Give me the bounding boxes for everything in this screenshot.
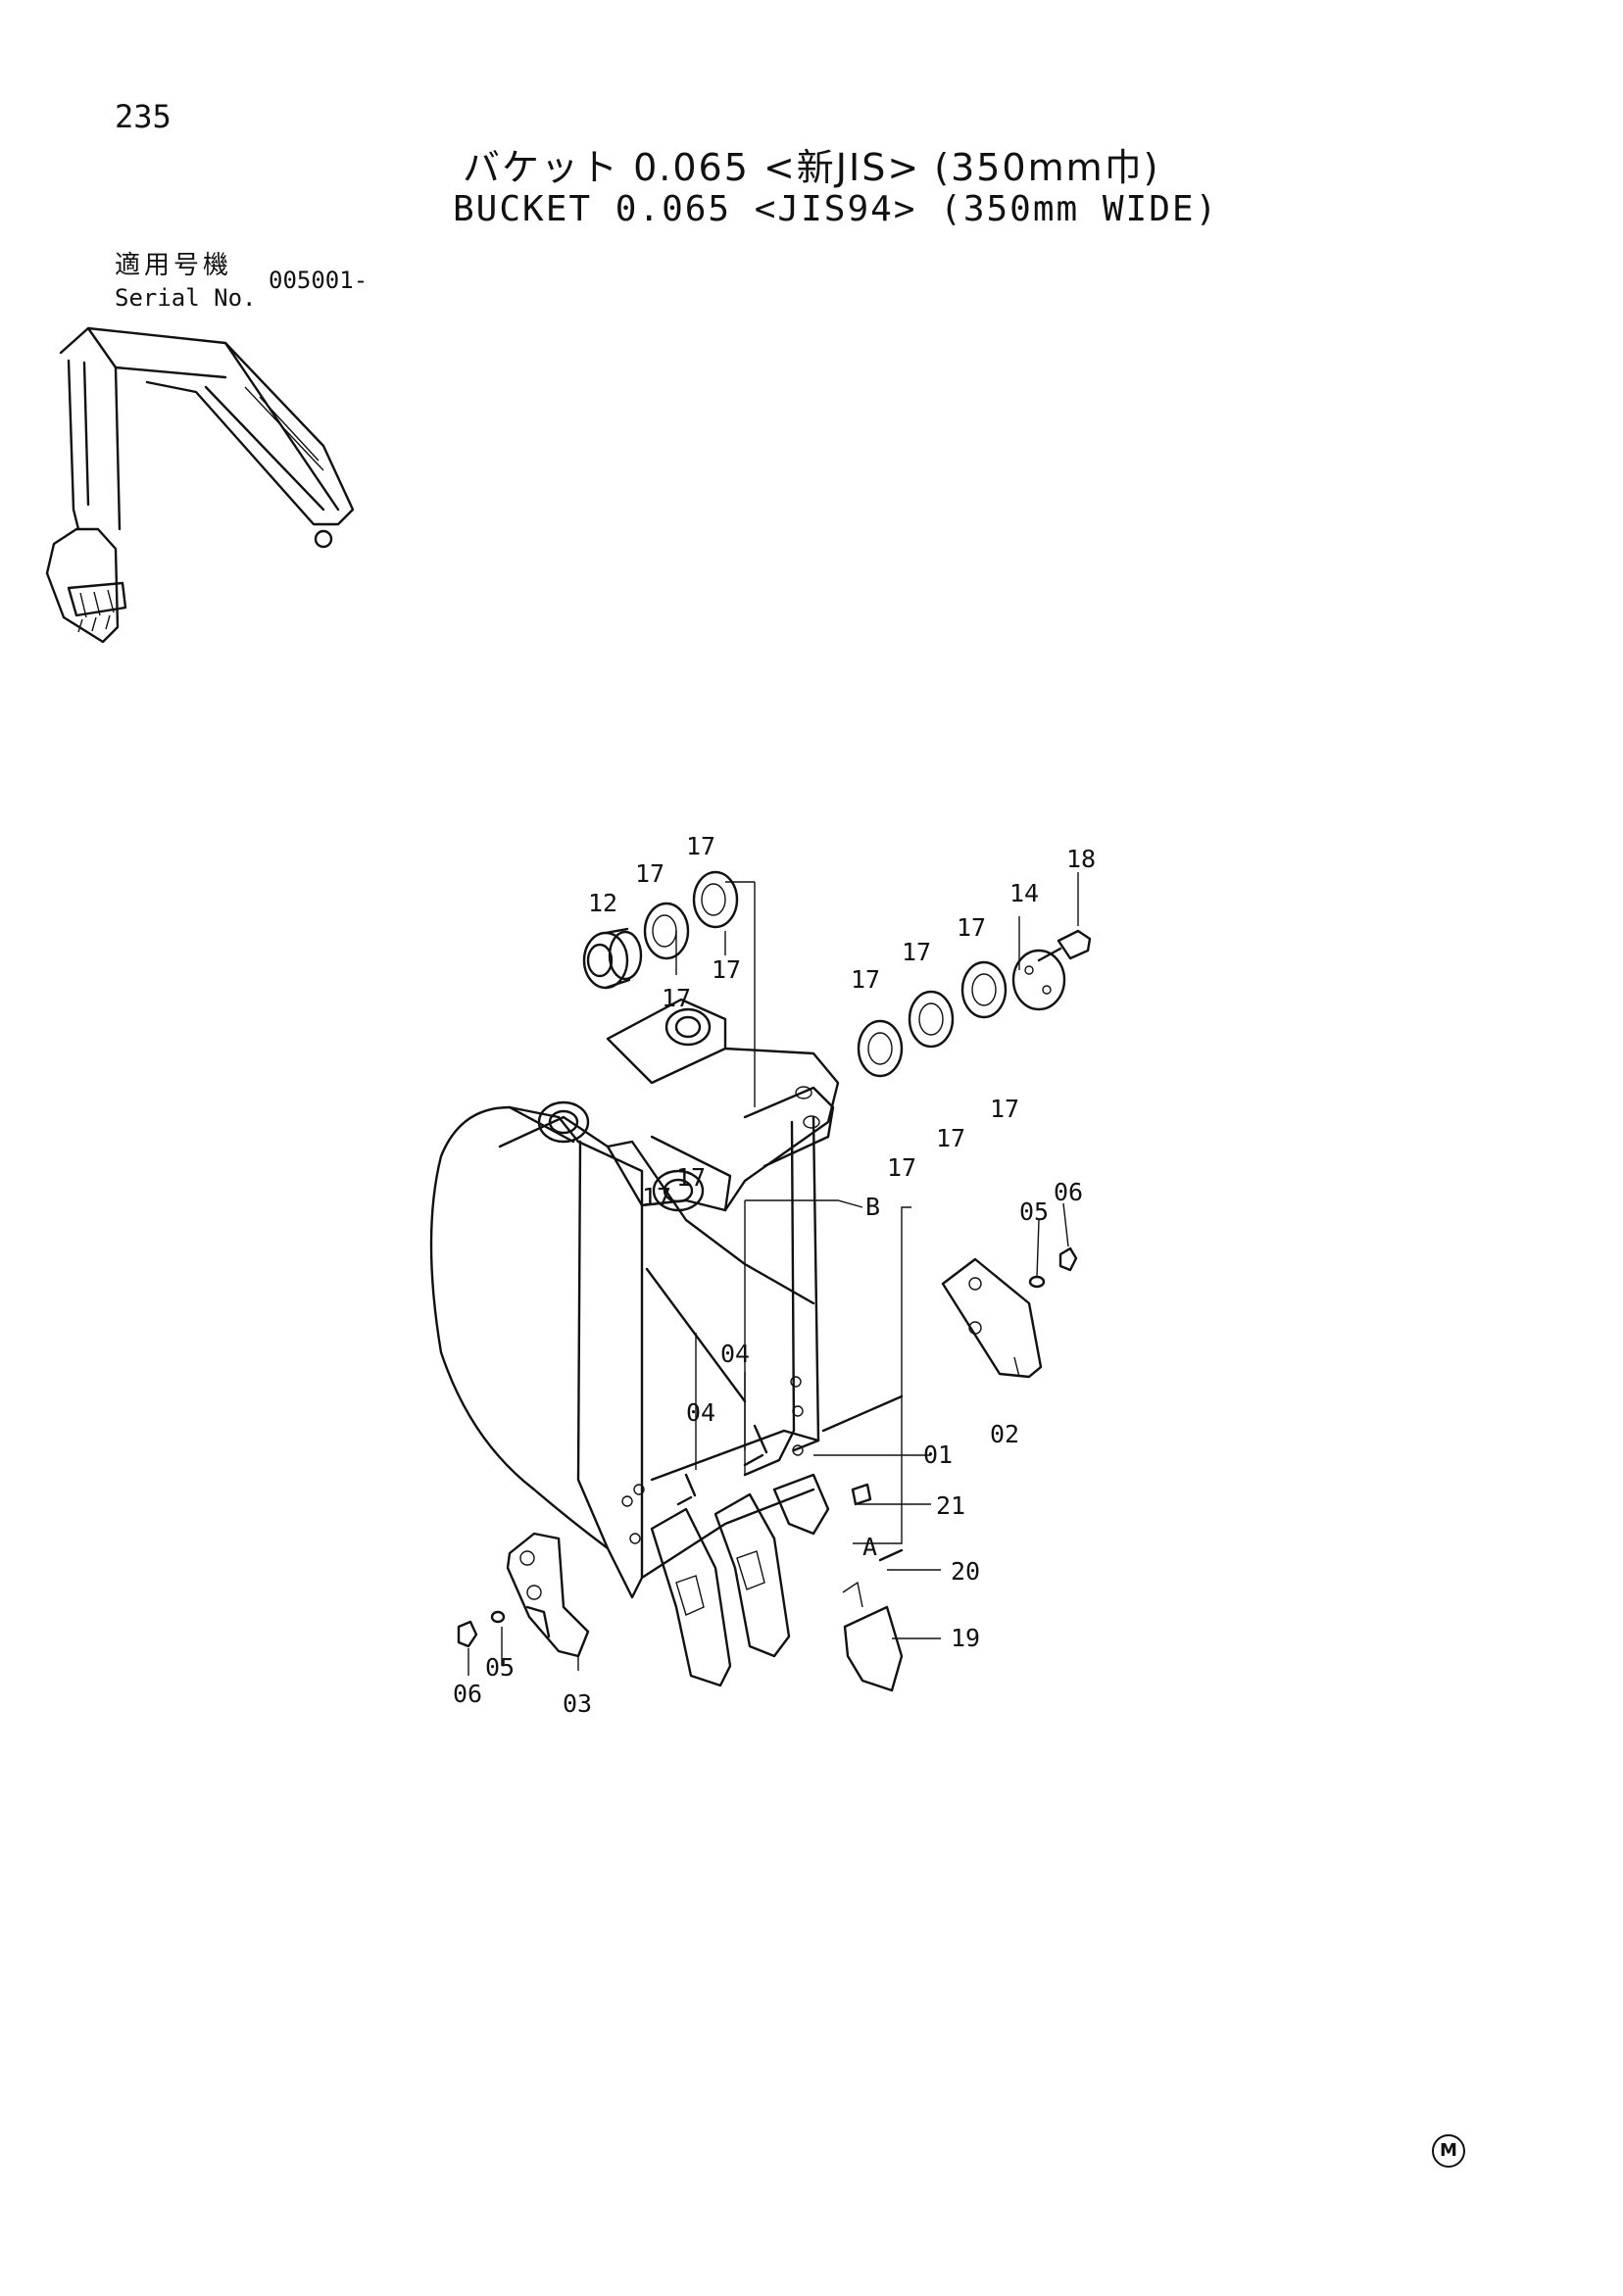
callout-label: 17 xyxy=(662,984,691,1012)
callout-label: 02 xyxy=(990,1420,1019,1448)
part-03-side-cutter xyxy=(457,1532,590,1658)
callout-label: 06 xyxy=(1054,1178,1083,1206)
callout-label: 03 xyxy=(563,1689,592,1718)
serial-label-english: Serial No. xyxy=(115,284,257,312)
part-12-bushing xyxy=(582,927,643,990)
callout-label: 17 xyxy=(676,1163,706,1192)
maker-mark-icon: M xyxy=(1432,2134,1465,2168)
callout-label: 19 xyxy=(951,1624,980,1652)
callout-label: 17 xyxy=(887,1153,916,1182)
callout-label: 17 xyxy=(957,913,986,942)
callout-label: 17 xyxy=(686,832,715,860)
callout-labels: 01 02 03 04 04 05 05 06 06 12 14 17 17 1… xyxy=(453,832,1096,1718)
callout-label: 04 xyxy=(686,1398,715,1427)
callout-label: 17 xyxy=(936,1124,965,1152)
serial-label-japanese: 適用号機 xyxy=(115,251,233,280)
callout-label: 05 xyxy=(485,1653,515,1682)
part-02-side-plate xyxy=(941,1246,1078,1379)
title-japanese: バケット 0.065 <新JIS> (350mm巾) xyxy=(463,146,1160,189)
callout-label: 17 xyxy=(851,965,880,994)
callout-label: A xyxy=(862,1533,877,1561)
part-14-plate-and-18-bolt xyxy=(1011,929,1092,1011)
callout-label: 17 xyxy=(990,1095,1019,1123)
callout-label: 05 xyxy=(1019,1197,1049,1226)
callout-label: 17 xyxy=(712,955,741,984)
callout-label: 18 xyxy=(1066,845,1096,873)
callout-label: 21 xyxy=(936,1491,965,1520)
callout-label: 14 xyxy=(1009,879,1039,907)
callout-label: 17 xyxy=(642,1183,671,1211)
bucket-top-bosses xyxy=(498,998,840,1212)
serial-number-value: 005001- xyxy=(269,267,369,294)
callout-label: 12 xyxy=(588,889,617,917)
callout-label: 04 xyxy=(720,1340,750,1368)
shim-ring-group-right xyxy=(857,960,1008,1078)
callout-label: 01 xyxy=(923,1441,953,1469)
callout-label: B xyxy=(865,1193,880,1221)
bucket-body xyxy=(429,1105,904,1599)
callout-label: 06 xyxy=(453,1680,482,1708)
callout-label: 20 xyxy=(951,1557,980,1586)
page-number: 235 xyxy=(115,98,172,135)
bucket-teeth-and-adapters xyxy=(650,1424,904,1692)
leader-lines xyxy=(467,872,1079,1676)
title-english: BUCKET 0.065 <JIS94> (350mm WIDE) xyxy=(453,189,1219,229)
callout-label: 17 xyxy=(635,859,664,888)
excavator-arm-thumbnail-icon xyxy=(45,326,355,644)
callout-label: 17 xyxy=(902,938,931,966)
